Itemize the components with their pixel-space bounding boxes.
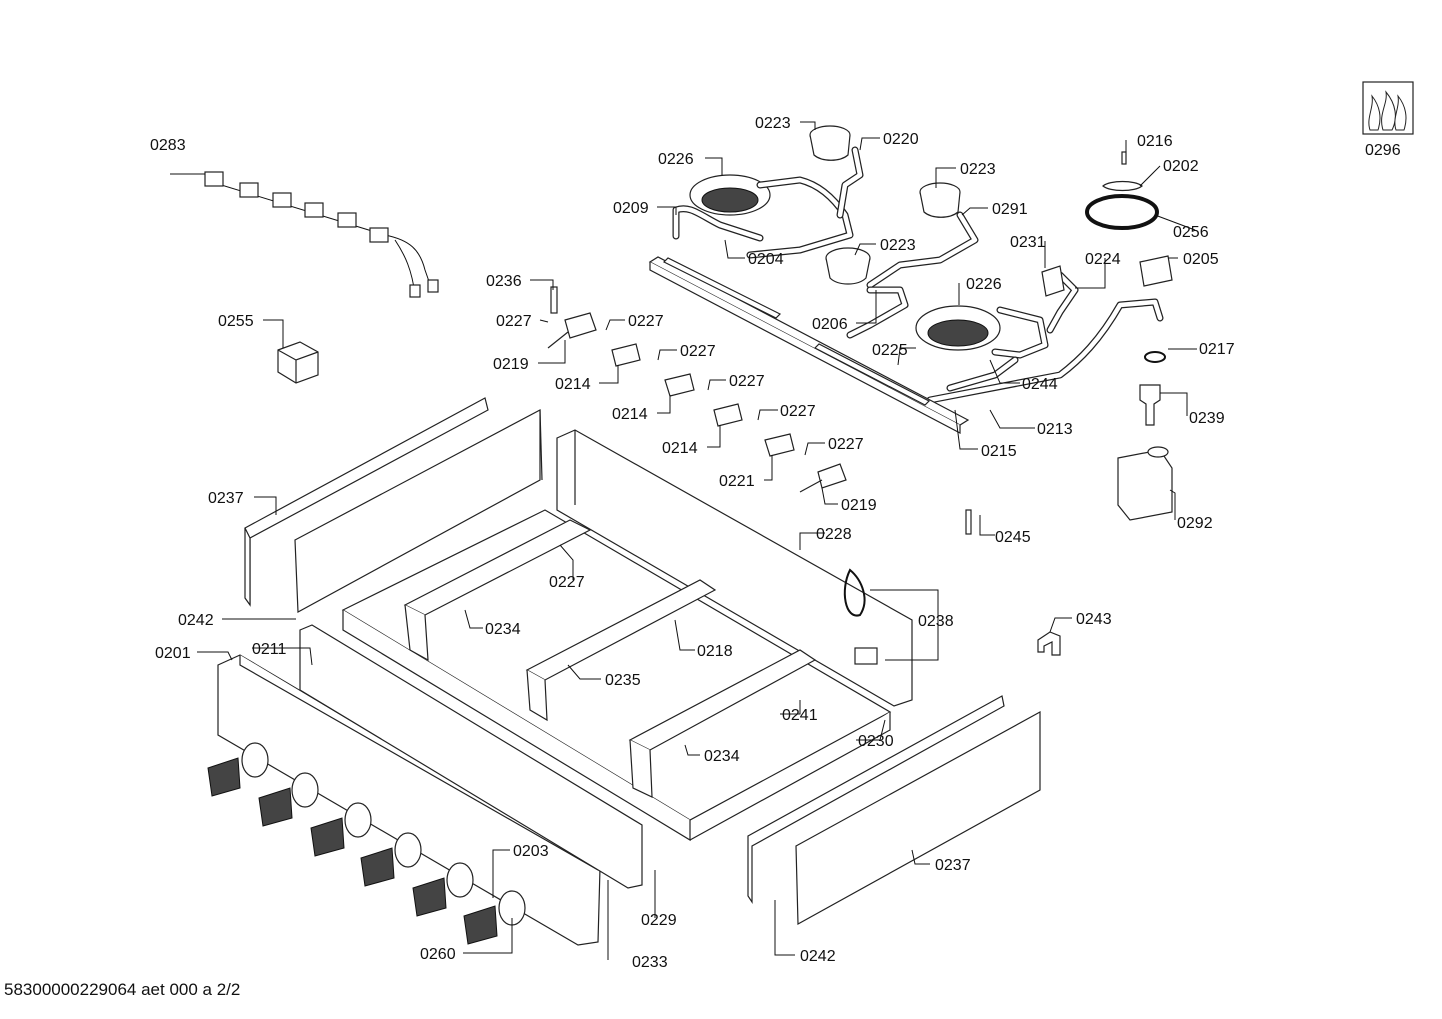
flame-symbol-icon [1362, 81, 1414, 135]
label-0237: 0237 [208, 490, 244, 507]
label-0214: 0214 [612, 406, 648, 423]
label-0228: 0228 [816, 526, 852, 543]
harness-0238 [843, 568, 878, 665]
label-0234: 0234 [704, 748, 740, 765]
label-0283: 0283 [150, 137, 186, 154]
label-0239: 0239 [1189, 410, 1225, 427]
label-0244: 0244 [1022, 376, 1058, 393]
label-0230: 0230 [858, 733, 894, 750]
label-0202: 0202 [1163, 158, 1199, 175]
label-0238: 0238 [918, 613, 954, 630]
label-0237: 0237 [935, 857, 971, 874]
label-0227: 0227 [680, 343, 716, 360]
label-0256: 0256 [1173, 224, 1209, 241]
label-0227: 0227 [780, 403, 816, 420]
leader-lines [170, 121, 1197, 960]
label-0296: 0296 [1365, 142, 1401, 159]
knobs [207, 742, 526, 945]
ignition-harness [204, 171, 439, 298]
label-0231: 0231 [1010, 234, 1046, 251]
label-0223: 0223 [755, 115, 791, 132]
label-0201: 0201 [155, 645, 191, 662]
back-panel [556, 429, 913, 707]
valves [547, 286, 847, 493]
front-panel [217, 624, 643, 946]
label-0223: 0223 [880, 237, 916, 254]
label-0291: 0291 [992, 201, 1028, 218]
label-0218: 0218 [697, 643, 733, 660]
label-0221: 0221 [719, 473, 755, 490]
label-0236: 0236 [486, 273, 522, 290]
base-tray [341, 509, 892, 842]
small-parts-top-right [965, 151, 1173, 656]
label-0229: 0229 [641, 912, 677, 929]
label-0226: 0226 [966, 276, 1002, 293]
label-0234: 0234 [485, 621, 521, 638]
switch-part [277, 341, 319, 384]
label-0213: 0213 [1037, 421, 1073, 438]
burner-cups [689, 125, 1001, 351]
label-0227: 0227 [729, 373, 765, 390]
label-0214: 0214 [662, 440, 698, 457]
manifold-rail [648, 256, 970, 434]
part-labels: 0283 0223 0220 0226 0209 0204 0223 0291 … [150, 115, 1235, 971]
label-0204: 0204 [748, 251, 784, 268]
label-0227: 0227 [828, 436, 864, 453]
label-0227: 0227 [549, 574, 585, 591]
label-0242: 0242 [800, 948, 836, 965]
label-0226: 0226 [658, 151, 694, 168]
label-0227: 0227 [628, 313, 664, 330]
label-0242: 0242 [178, 612, 214, 629]
label-0241: 0241 [782, 707, 818, 724]
label-0219: 0219 [841, 497, 877, 514]
side-panels [244, 397, 1041, 926]
label-0206: 0206 [812, 316, 848, 333]
label-0225: 0225 [872, 342, 908, 359]
label-0235: 0235 [605, 672, 641, 689]
label-0214: 0214 [555, 376, 591, 393]
label-0223: 0223 [960, 161, 996, 178]
label-0260: 0260 [420, 946, 456, 963]
label-0224: 0224 [1085, 251, 1121, 268]
label-0255: 0255 [218, 313, 254, 330]
label-0211: 0211 [252, 641, 287, 658]
label-0216: 0216 [1137, 133, 1173, 150]
label-0209: 0209 [613, 200, 649, 217]
label-0292: 0292 [1177, 515, 1213, 532]
label-0220: 0220 [883, 131, 919, 148]
document-code: 58300000229064 aet 000 a 2/2 [4, 980, 241, 999]
label-0243: 0243 [1076, 611, 1112, 628]
label-0215: 0215 [981, 443, 1017, 460]
label-0227: 0227 [496, 313, 532, 330]
cross-brackets [403, 519, 817, 798]
label-0233: 0233 [632, 954, 668, 971]
label-0217: 0217 [1199, 341, 1235, 358]
label-0245: 0245 [995, 529, 1031, 546]
label-0205: 0205 [1183, 251, 1219, 268]
label-0203: 0203 [513, 843, 549, 860]
label-0219: 0219 [493, 356, 529, 373]
